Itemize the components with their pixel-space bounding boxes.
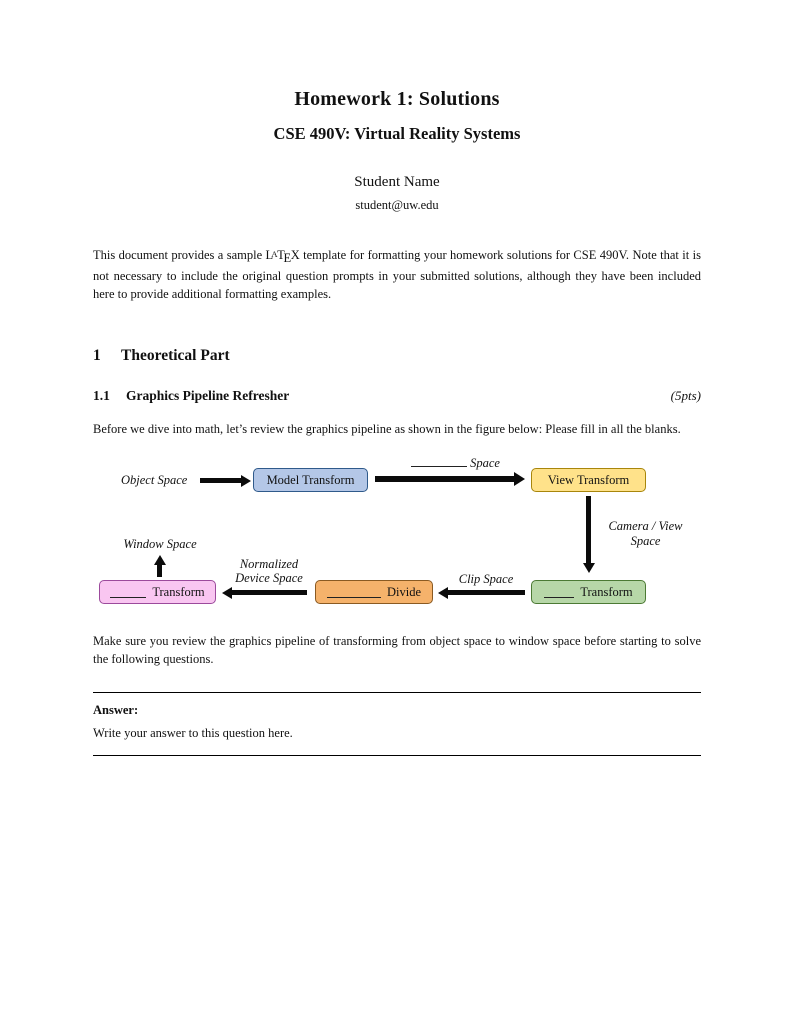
blank-space-label: Space [411, 456, 500, 471]
subsection-title: Graphics Pipeline Refresher [126, 388, 290, 403]
blank-underline [326, 587, 381, 598]
arrow-model-to-view [375, 476, 515, 483]
camera-view-space-label: Camera / View Space [598, 519, 693, 549]
model-transform-label: Model Transform [266, 472, 355, 487]
normalized-device-space-label: Normalized Device Space [225, 557, 313, 585]
answer-body: Write your answer to this question here. [93, 726, 293, 741]
arrow-object-to-model [200, 478, 242, 484]
subsection-number: 1.1 [93, 388, 110, 403]
intro-paragraph: This document provides a sample LATEX te… [93, 246, 701, 303]
question-note: Make sure you review the graphics pipeli… [93, 634, 701, 667]
intro-text-2: template for formatting your homework so… [93, 248, 701, 301]
blank-transform-box-pink: Transform [99, 580, 216, 605]
arrow-orange-to-pink [231, 590, 307, 596]
blank-underline [110, 587, 147, 598]
arrow-green-to-orange [447, 590, 525, 596]
view-transform-box: View Transform [531, 468, 646, 493]
blank-transform-box-green: Transform [531, 580, 646, 605]
answer-divider-top [93, 692, 701, 694]
subsection-heading-row: 1.1 Graphics Pipeline Refresher (5pts) [93, 388, 701, 404]
clip-space-label: Clip Space [458, 572, 514, 587]
section-number: 1 [93, 347, 101, 364]
pink-box-label: Transform [152, 584, 205, 599]
window-space-label: Window Space [123, 537, 197, 552]
question-prompt: Before we dive into math, let’s review t… [93, 422, 681, 436]
blank-underline [411, 456, 467, 468]
intro-text-1: This document provides a sample [93, 248, 266, 262]
graphics-pipeline-figure: Object Space Model Transform Space View … [93, 454, 701, 612]
answer-label: Answer: [93, 703, 139, 718]
document-title: Homework 1: Solutions [294, 88, 500, 110]
answer-divider-bottom [93, 755, 701, 757]
latex-letter: E [283, 250, 292, 265]
document-content: Homework 1: Solutions CSE 490V: Virtual … [93, 0, 701, 757]
normalized-line-1: Normalized [239, 557, 299, 572]
course-subtitle: CSE 490V: Virtual Reality Systems [273, 124, 521, 143]
camera-view-line-2: Space [630, 534, 661, 549]
view-transform-label: View Transform [547, 472, 630, 487]
arrow-view-to-green [586, 496, 591, 565]
camera-view-line-1: Camera / View [608, 519, 683, 534]
arrow-pink-to-window [157, 564, 162, 578]
model-transform-box: Model Transform [253, 468, 368, 493]
orange-box-label: Divide [386, 584, 422, 599]
author-name: Student Name [354, 174, 440, 190]
section-heading: 1 Theoretical Part [93, 347, 701, 365]
space-word: Space [470, 456, 500, 471]
section-title: Theoretical Part [121, 347, 230, 364]
latex-logo: LATEX [265, 248, 300, 265]
blank-underline [544, 587, 575, 598]
points-badge: (5pts) [670, 388, 701, 403]
latex-letter: X [290, 248, 300, 262]
author-email: student@uw.edu [355, 198, 439, 212]
green-box-label: Transform [580, 584, 633, 599]
normalized-line-2: Device Space [235, 571, 303, 586]
blank-divide-box-orange: Divide [315, 580, 433, 605]
latex-letter: A [271, 248, 278, 259]
latex-letter: T [277, 248, 285, 262]
object-space-label: Object Space [121, 473, 188, 488]
subsection-heading: 1.1 Graphics Pipeline Refresher [93, 388, 289, 404]
latex-letter: L [265, 248, 274, 262]
